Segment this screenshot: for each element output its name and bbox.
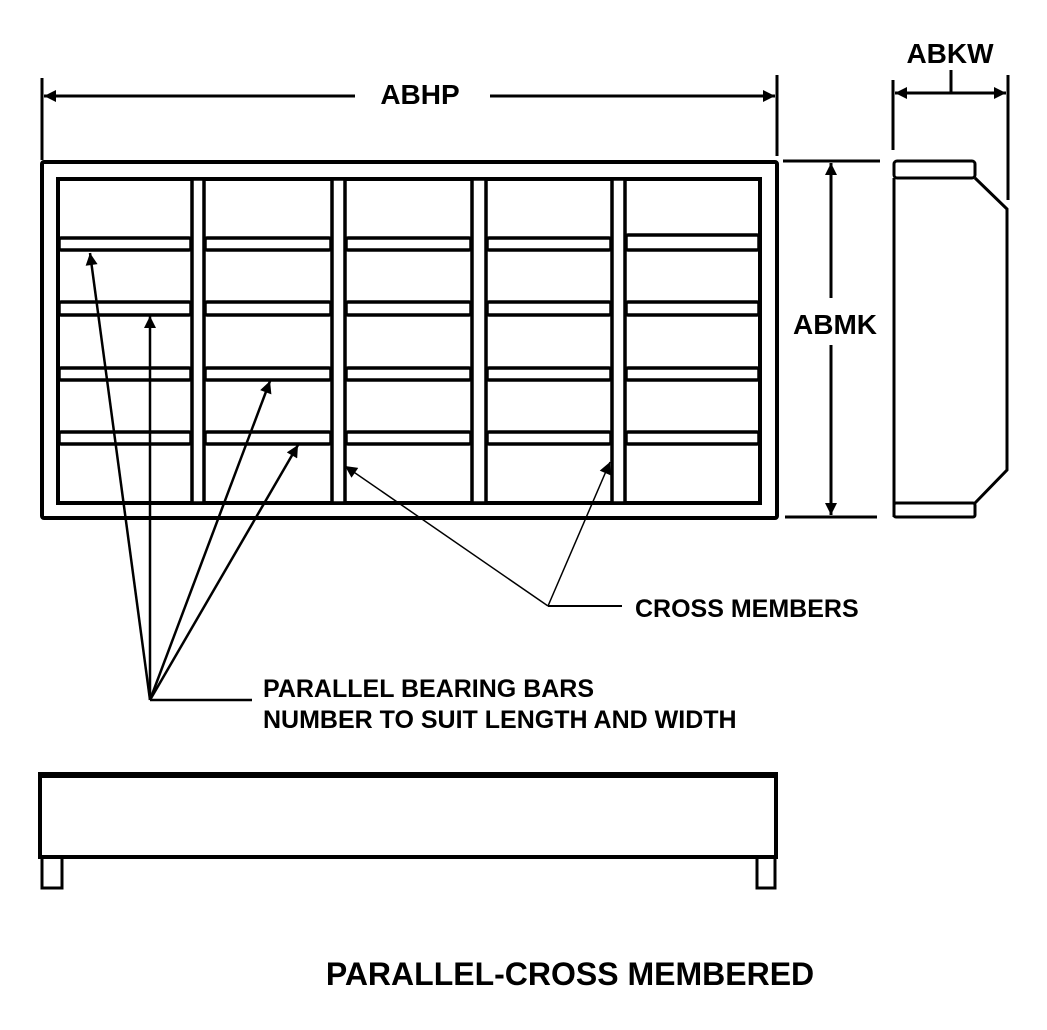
depth-dimension: ABKW — [891, 38, 1010, 200]
bearing-bar — [57, 366, 193, 382]
cross-member — [330, 177, 347, 505]
bearing-bars-note: NUMBER TO SUIT LENGTH AND WIDTH — [263, 706, 737, 734]
cross-members-label: CROSS MEMBERS — [635, 595, 859, 623]
length-dimension: ABHP — [40, 75, 779, 160]
bearing-bar — [624, 233, 761, 252]
cross-member — [470, 177, 488, 505]
bearing-bar — [344, 236, 473, 252]
bearing-bars-label: PARALLEL BEARING BARS — [263, 675, 594, 703]
bearing-bar — [57, 236, 193, 252]
bearing-bar — [485, 430, 613, 446]
bearing-bar — [624, 300, 761, 317]
bearing-bar — [57, 430, 193, 446]
cross-member — [610, 177, 627, 505]
bearing-bars-leaders — [85, 252, 300, 702]
length-label: ABHP — [380, 79, 459, 110]
bearing-bar — [485, 236, 613, 252]
depth-label: ABKW — [906, 38, 994, 69]
bearing-bar — [485, 366, 613, 382]
side-view — [892, 159, 1009, 519]
bearing-bar — [57, 300, 193, 317]
bearing-bar — [203, 236, 333, 252]
bearing-bar — [344, 430, 473, 446]
bearing-bar — [624, 430, 761, 446]
bearing-bar — [203, 430, 333, 446]
bearing-bar — [203, 300, 333, 317]
bearing-bar — [485, 300, 613, 317]
width-label: ABMK — [793, 309, 877, 340]
bearing-bar — [344, 300, 473, 317]
drawing-title: PARALLEL-CROSS MEMBERED — [326, 956, 814, 992]
plan-view — [40, 160, 779, 520]
width-dimension: ABMK — [783, 159, 880, 519]
bearing-bar — [624, 366, 761, 382]
front-view — [38, 772, 778, 890]
cross-member — [190, 177, 206, 505]
bearing-bar — [203, 366, 333, 382]
cross-members-leaders — [344, 461, 622, 607]
bearing-bar — [344, 366, 473, 382]
